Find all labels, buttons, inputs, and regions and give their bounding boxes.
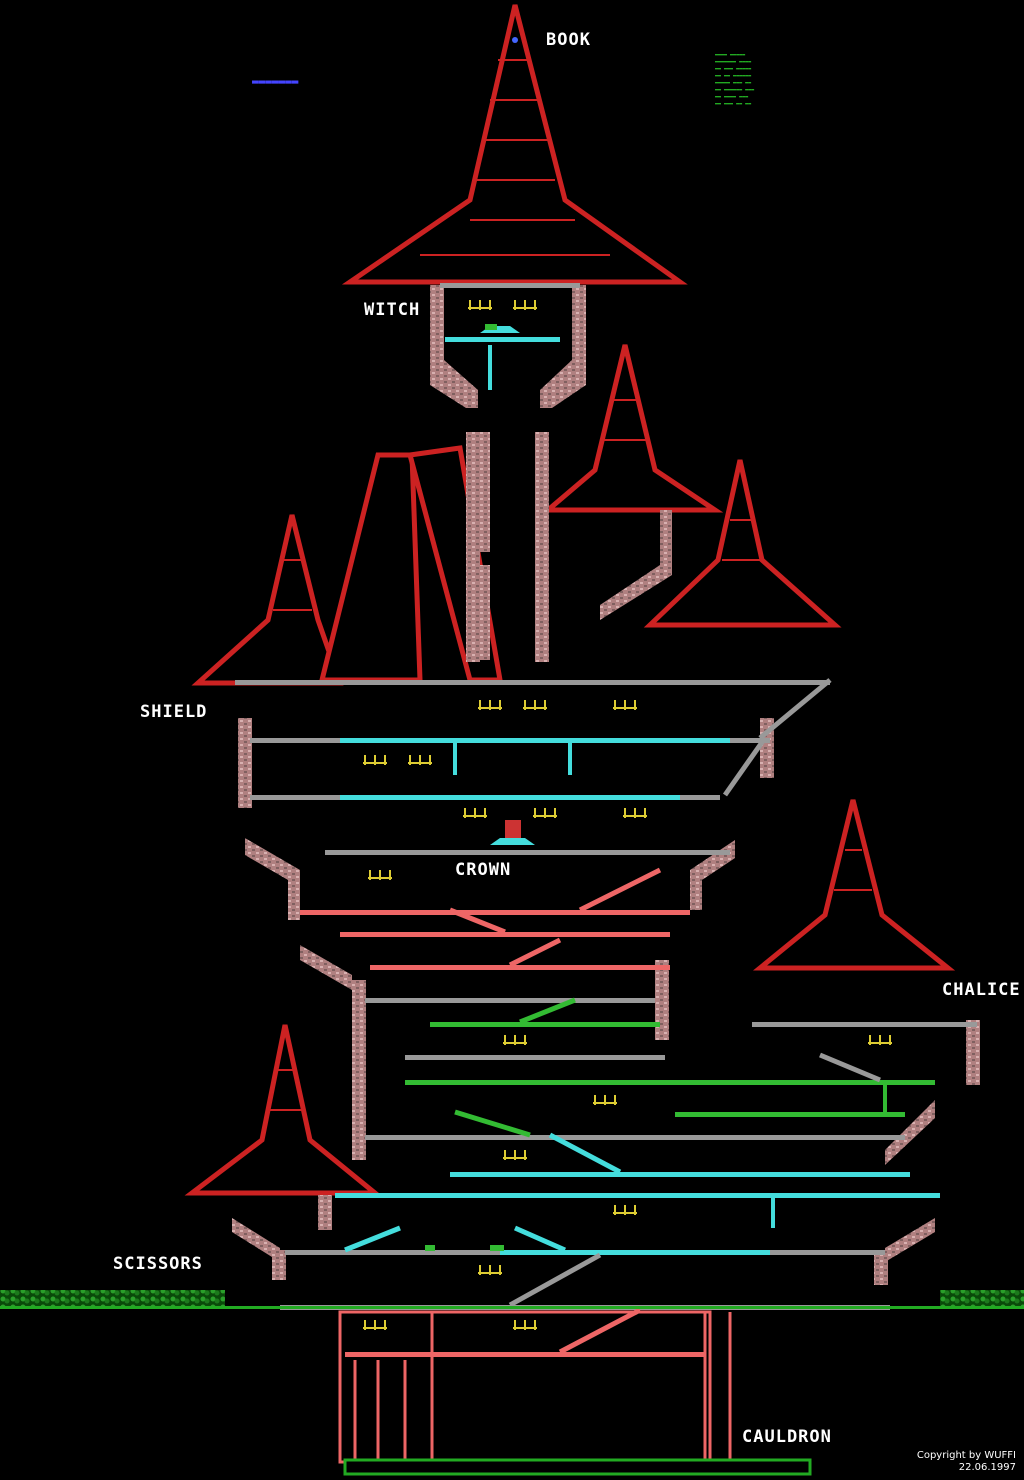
- middle-spire: [541, 344, 724, 513]
- copyright-line2: 22.06.1997: [958, 1462, 1016, 1473]
- objects: [425, 37, 535, 1251]
- label-cauldron: CAULDRON: [742, 1427, 832, 1447]
- right-spire: [643, 459, 842, 628]
- legend-block: ▬▬▬▬ ▬▬▬▬▬▬▬▬▬▬▬▬ ▬▬▬▬▬▬ ▬▬▬ ▬▬▬▬▬▬▬ ▬▬ …: [715, 52, 755, 107]
- ground: [0, 1290, 1024, 1309]
- copyright-line1: Copyright by WUFFI: [916, 1450, 1016, 1461]
- label-scissors: SCISSORS: [113, 1254, 203, 1274]
- floors: [235, 283, 977, 1357]
- label-witch: WITCH: [364, 300, 421, 320]
- roofs: [184, 4, 956, 1196]
- cellar: [338, 1310, 732, 1464]
- left-spire: [191, 514, 344, 686]
- walls: [232, 285, 980, 1285]
- label-crown: CROWN: [455, 860, 512, 880]
- copyright: Copyright by WUFFI 22.06.1997: [900, 1450, 1016, 1474]
- cauldron-floor: [343, 1458, 812, 1476]
- tall-dark-spire: [318, 452, 423, 683]
- chandeliers: [363, 300, 892, 1330]
- label-shield: SHIELD: [140, 702, 208, 722]
- game-logo: ▬▬▬▬▬▬▬: [252, 75, 299, 88]
- label-chalice: CHALICE: [942, 980, 1021, 1000]
- staircases: [344, 678, 881, 1355]
- chalice-spire: [752, 799, 956, 971]
- label-book: BOOK: [546, 30, 591, 50]
- book-spire: [341, 4, 688, 285]
